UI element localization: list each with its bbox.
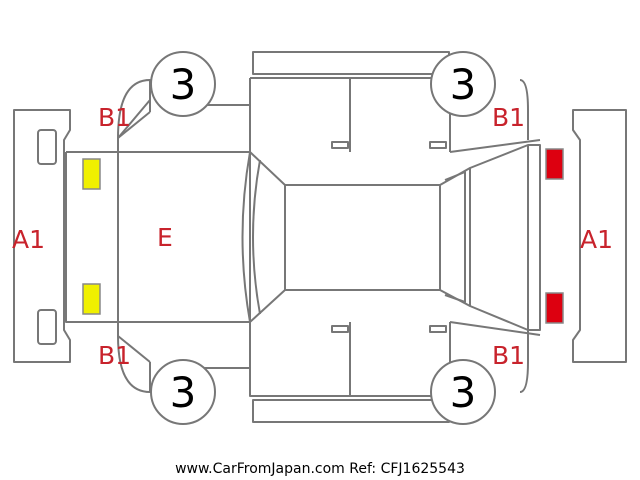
mark-front-bumper: A1 xyxy=(12,225,45,254)
wheel-front-left: 3 xyxy=(150,51,216,117)
wheel-rear-left: 3 xyxy=(430,51,496,117)
taillight-right-marker xyxy=(545,292,564,324)
taillight-left-marker xyxy=(545,148,564,180)
car-body xyxy=(65,51,541,423)
wheel-front-right-grade: 3 xyxy=(170,368,197,417)
mark-hood: E xyxy=(157,223,173,252)
headlight-left-marker xyxy=(82,158,101,190)
headlight-right-marker xyxy=(82,283,101,315)
mark-fender-rear-right: B1 xyxy=(492,341,525,370)
wheel-rear-right-grade: 3 xyxy=(450,368,477,417)
front-bumper xyxy=(13,109,71,363)
mark-fender-rear-left: B1 xyxy=(492,103,525,132)
mark-rear-bumper: A1 xyxy=(580,225,613,254)
mark-fender-front-right: B1 xyxy=(98,341,131,370)
rear-bumper xyxy=(572,109,627,363)
footer-reference: www.CarFromJapan.com Ref: CFJ1625543 xyxy=(175,461,465,477)
mark-fender-front-left: B1 xyxy=(98,103,131,132)
wheel-front-right: 3 xyxy=(150,359,216,425)
wheel-rear-right: 3 xyxy=(430,359,496,425)
wheel-rear-left-grade: 3 xyxy=(450,60,477,109)
wheel-front-left-grade: 3 xyxy=(170,60,197,109)
